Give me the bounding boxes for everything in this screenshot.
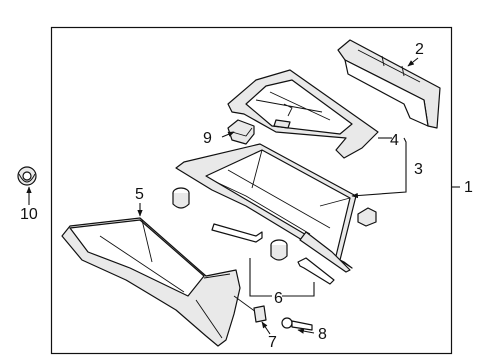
part-6-dampers (211, 223, 335, 285)
bumper-lower (270, 239, 288, 261)
callout-6: 6 (274, 290, 283, 307)
callout-8: 8 (318, 326, 327, 343)
part-4-upper-tray (227, 69, 379, 159)
leader-lines (26, 57, 460, 335)
bumper-upper (172, 187, 190, 209)
callout-10: 10 (20, 206, 38, 223)
callout-9: 9 (203, 130, 212, 147)
callout-5: 5 (135, 186, 144, 203)
callout-1: 1 (464, 179, 473, 196)
part-3-bin (175, 143, 357, 273)
part-8-pin (281, 317, 313, 331)
part-2-cover (337, 39, 441, 129)
part-7-striker (233, 295, 267, 323)
part-9-latch (227, 119, 255, 145)
part-5-door (61, 217, 241, 347)
part-10-nut (17, 166, 37, 186)
bin-clip (357, 207, 377, 227)
callout-7: 7 (268, 334, 277, 351)
callout-3: 3 (414, 161, 423, 178)
callout-4: 4 (390, 132, 399, 149)
assembly-frame (50, 26, 453, 355)
callout-2: 2 (415, 41, 424, 58)
